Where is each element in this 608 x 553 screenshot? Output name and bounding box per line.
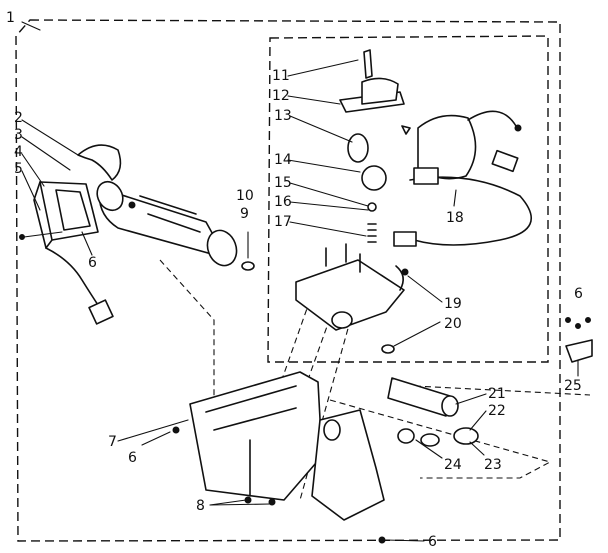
callout-2: 2	[14, 110, 23, 126]
callout-5: 5	[14, 161, 23, 177]
callout-6c: 6	[428, 534, 437, 550]
leader-lines	[21, 59, 579, 542]
callout-19: 19	[444, 296, 462, 312]
part-motor-harness	[393, 110, 532, 247]
callout-7: 7	[108, 434, 117, 450]
callout-11: 11	[272, 68, 290, 84]
callout-leader-1	[21, 21, 41, 31]
callout-1: 1	[6, 10, 15, 26]
callout-20: 20	[444, 316, 462, 332]
callout-6b: 6	[128, 450, 137, 466]
callout-4: 4	[14, 144, 23, 160]
callout-14: 14	[274, 152, 292, 168]
callout-25: 25	[564, 378, 582, 394]
callout-23: 23	[484, 457, 502, 473]
part-lower-bracket	[172, 371, 323, 506]
part-right-clip	[565, 317, 593, 363]
callout-21: 21	[488, 386, 506, 402]
callout-17: 17	[274, 214, 292, 230]
callout-18: 18	[446, 210, 464, 226]
part-left-bracket	[19, 181, 114, 325]
callout-9: 9	[240, 206, 249, 222]
part-pin-assembly	[387, 377, 479, 447]
callout-6a: 6	[88, 255, 97, 271]
callout-22: 22	[488, 403, 506, 419]
callout-12: 12	[272, 88, 290, 104]
part-shaft-assembly	[77, 144, 238, 267]
part-actuator-stack	[339, 49, 405, 243]
callout-6d: 6	[574, 286, 583, 302]
callout-10: 10	[236, 188, 254, 204]
assembly-boundary	[15, 19, 561, 542]
callout-8: 8	[196, 498, 205, 514]
callout-15: 15	[274, 175, 292, 191]
callout-24: 24	[444, 457, 462, 473]
part-base-housing	[295, 243, 409, 354]
subassembly-boundary	[267, 35, 549, 363]
part-mount-plate	[311, 409, 386, 544]
callout-labels: 1 2 3 4 5 6 6 6 6 7 8 9 10 11 12 13 14 1…	[6, 10, 583, 550]
part-ring	[241, 231, 255, 271]
callout-13: 13	[274, 108, 292, 124]
callout-3: 3	[14, 127, 23, 143]
callout-16: 16	[274, 194, 292, 210]
